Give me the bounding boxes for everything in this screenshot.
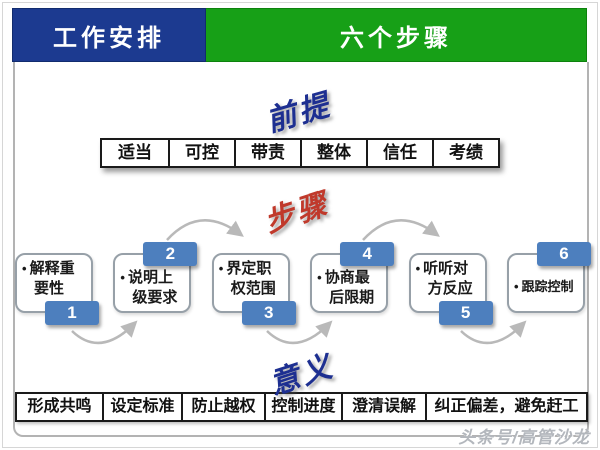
step-label: 听听对方反应 xyxy=(423,260,473,297)
premise-cell: 考绩 xyxy=(432,140,498,166)
meaning-cell: 纠正偏差，避免赶工 xyxy=(425,394,586,420)
header-bar: 工作安排 六个步骤 xyxy=(12,8,587,62)
step-box-1: •解释重要性 1 xyxy=(15,253,99,325)
meaning-cell: 澄清误解 xyxy=(341,394,425,420)
step-number-badge: 2 xyxy=(143,242,198,266)
step-text: •听听对方反应 xyxy=(411,255,485,299)
step-label: 协商最后限期 xyxy=(324,269,375,306)
premise-cell: 适当 xyxy=(118,143,152,162)
content-panel xyxy=(13,62,589,437)
bullet-icon: • xyxy=(513,279,519,294)
watermark: 头条号/高管沙龙 xyxy=(458,428,590,447)
bullet-icon: • xyxy=(415,261,421,276)
step-box-2: •说明上级要求 2 xyxy=(113,242,198,313)
premise-cell: 带责 xyxy=(234,140,300,166)
step-label: 解释重要性 xyxy=(29,260,75,297)
step-label: 界定职权范围 xyxy=(226,260,276,297)
step-text: •跟踪控制 xyxy=(509,255,583,297)
header-title-right: 六个步骤 xyxy=(206,8,587,62)
premise-cell: 整体 xyxy=(300,140,366,166)
step-label: 说明上级要求 xyxy=(127,269,178,306)
bullet-icon: • xyxy=(317,270,322,285)
header-title-left: 工作安排 xyxy=(12,8,206,62)
bullet-icon: • xyxy=(22,261,27,276)
meaning-cell: 防止越权 xyxy=(181,394,264,420)
meaning-table: 形成共鸣 设定标准 防止越权 控制进度 澄清误解 纠正偏差，避免赶工 xyxy=(15,392,588,422)
step-number-badge: 4 xyxy=(340,242,395,266)
step-box-4: •协商最后限期 4 xyxy=(310,242,395,313)
step-text: •说明上级要求 xyxy=(115,255,189,308)
step-box-6: •跟踪控制 6 xyxy=(506,242,591,313)
step-number-badge: 5 xyxy=(438,301,493,325)
bullet-icon: • xyxy=(120,270,125,285)
step-text: •界定职权范围 xyxy=(214,255,288,299)
step-number-badge: 1 xyxy=(45,301,99,325)
step-box-3: •界定职权范围 3 xyxy=(211,253,296,325)
premise-table: 适当 可控 带责 整体 信任 考绩 xyxy=(100,138,500,168)
step-number-badge: 6 xyxy=(536,242,591,266)
premise-cell: 可控 xyxy=(168,140,234,166)
step-text: •解释重要性 xyxy=(17,255,91,299)
meaning-cell: 形成共鸣 xyxy=(27,398,92,415)
step-box-5: •听听对方反应 5 xyxy=(408,253,493,325)
meaning-cell: 控制进度 xyxy=(264,394,341,420)
bullet-icon: • xyxy=(218,261,224,276)
premise-cell: 信任 xyxy=(366,140,432,166)
steps-row: •解释重要性 1 •说明上级要求 2 •界定职权范围 3 •协商最后限期 4 •… xyxy=(15,242,591,325)
step-number-badge: 3 xyxy=(241,301,296,325)
step-label: 跟踪控制 xyxy=(521,279,574,294)
meaning-cell: 设定标准 xyxy=(102,394,181,420)
step-text: •协商最后限期 xyxy=(312,255,386,308)
